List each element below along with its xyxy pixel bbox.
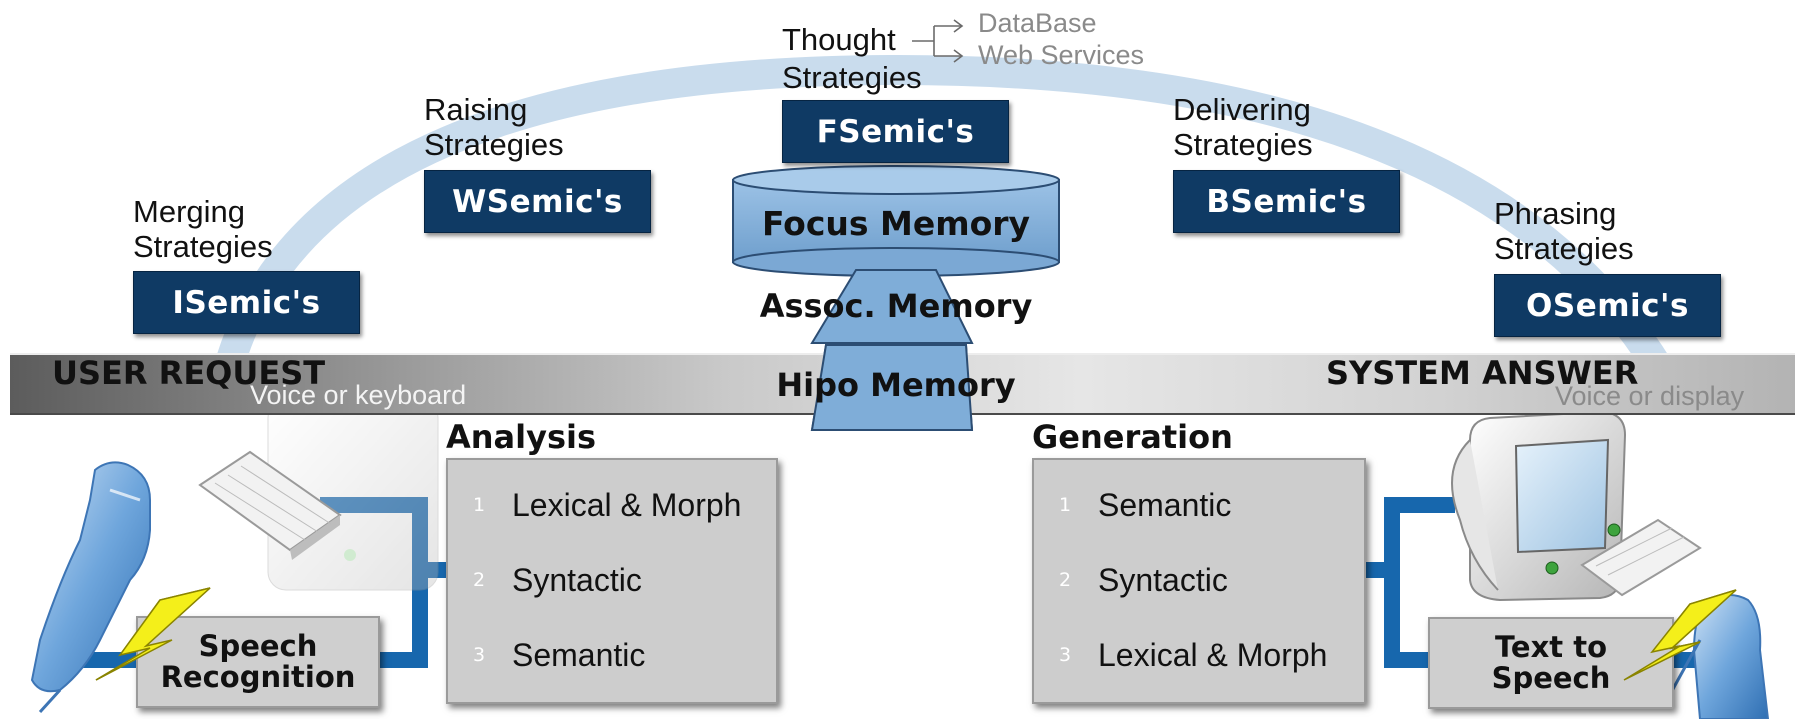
assoc-memory-shape: [810, 269, 974, 344]
speech-recognition-box: Speech Recognition: [136, 616, 380, 708]
analysis-title: Analysis: [446, 418, 597, 456]
right-monitor-icon: [1451, 410, 1627, 602]
osemics-box: OSemic's: [1494, 274, 1721, 337]
generation-panel: [1032, 458, 1366, 704]
step-number-badge: 3: [1058, 644, 1072, 666]
analysis-steps: 1 Lexical & Morph 2 Syntactic 3 Semantic: [446, 458, 774, 700]
step-label: Syntactic: [1098, 561, 1228, 598]
user-request-title: USER REQUEST: [52, 354, 326, 392]
thought-strategies-label: Strategies: [782, 60, 922, 95]
step-number-badge: 1: [1058, 494, 1072, 516]
assoc-memory-label: Assoc. Memory: [759, 287, 1033, 325]
analysis-step: 1 Lexical & Morph: [454, 477, 741, 533]
left-keyboard-icon: [198, 450, 342, 560]
focus-memory-label: Focus Memory: [761, 204, 1031, 243]
right-keyboard-icon: [1580, 518, 1702, 597]
user-request-sub: Voice or keyboard: [250, 380, 467, 410]
isemics-box: ISemic's: [133, 271, 360, 334]
right-connectors: [1365, 497, 1455, 668]
step-label: Lexical & Morph: [1098, 636, 1328, 673]
step-label: Lexical & Morph: [512, 486, 742, 523]
step-number-badge: 2: [1058, 569, 1072, 591]
branch-database: DataBase: [978, 8, 1097, 38]
focus-memory-cylinder: [732, 165, 1060, 277]
analysis-panel: [446, 458, 778, 704]
step-number-badge: 1: [472, 494, 486, 516]
strategy-arc: [213, 54, 1675, 385]
fsemics-box: FSemic's: [782, 100, 1009, 163]
bsemics-box: BSemic's: [1173, 170, 1400, 233]
generation-title: Generation: [1032, 418, 1233, 456]
generation-step: 3 Lexical & Morph: [1040, 627, 1327, 683]
hipo-memory-label: Hipo Memory: [776, 366, 1016, 404]
analysis-step: 3 Semantic: [454, 627, 645, 683]
left-phone-icon: [30, 461, 151, 714]
step-label: Semantic: [1098, 486, 1232, 523]
branch-web-services: Web Services: [978, 40, 1145, 70]
system-answer-sub: Voice or display: [1555, 381, 1745, 411]
analysis-step: 2 Syntactic: [454, 552, 642, 608]
text-to-speech-box: Text to Speech: [1428, 617, 1674, 709]
step-number-badge: 2: [472, 569, 486, 591]
generation-steps: 1 Semantic 2 Syntactic 3 Lexical & Morph: [1032, 458, 1362, 700]
step-label: Semantic: [512, 636, 646, 673]
step-label: Syntactic: [512, 561, 642, 598]
generation-step: 1 Semantic: [1040, 477, 1231, 533]
thought-branch-arrows: [912, 19, 964, 63]
wsemics-box: WSemic's: [424, 170, 651, 233]
generation-step: 2 Syntactic: [1040, 552, 1228, 608]
thought-label: Thought: [782, 22, 896, 57]
system-answer-title: SYSTEM ANSWER: [1326, 354, 1639, 392]
step-number-badge: 3: [472, 644, 486, 666]
